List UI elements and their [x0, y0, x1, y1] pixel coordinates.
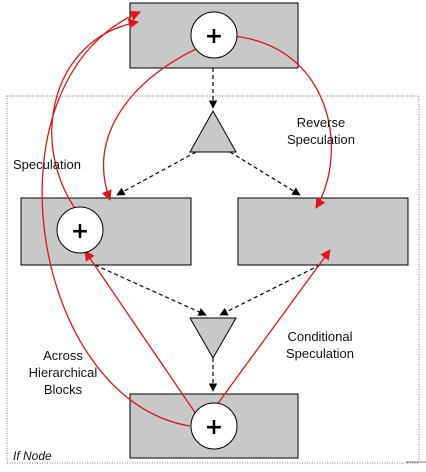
left-plus-icon: +	[71, 219, 89, 244]
top-plus-icon: +	[205, 24, 223, 49]
conditional-speculation-label-line2: Speculation	[286, 346, 354, 361]
across-label-line1: Across	[43, 348, 83, 363]
speculation-label: Speculation	[13, 157, 81, 172]
across-hierarchical-blocks-arrow	[41, 10, 191, 427]
across-label-line3: Blocks	[44, 382, 83, 397]
bottom-plus-circle	[190, 402, 238, 450]
right-block	[237, 197, 409, 266]
conditional-speculation-label-line1: Conditional	[287, 329, 352, 344]
conditional-speculation-arrow	[215, 249, 331, 407]
reverse-speculation-label-line2: Speculation	[287, 132, 355, 147]
top-plus-circle	[190, 11, 238, 59]
reverse-speculation-label-line1: Reverse	[297, 115, 345, 130]
if-node-label: If Node	[13, 449, 52, 463]
flow-arrow-right-to-merge	[219, 264, 321, 316]
flow-arrow-left-to-merge	[94, 264, 207, 316]
flow-arrow-branch-to-left	[116, 151, 197, 196]
reverse-speculation-arrow-right	[231, 35, 333, 209]
branch-triangle	[189, 109, 237, 153]
bottom-to-left-arrow	[84, 250, 197, 415]
left-plus-circle	[56, 206, 104, 254]
left-block	[20, 197, 192, 266]
merge-triangle	[189, 317, 237, 360]
flow-arrow-branch-to-right	[229, 151, 301, 196]
across-label-line2: Hierarchical	[29, 365, 98, 380]
bottom-plus-icon: +	[205, 415, 223, 440]
